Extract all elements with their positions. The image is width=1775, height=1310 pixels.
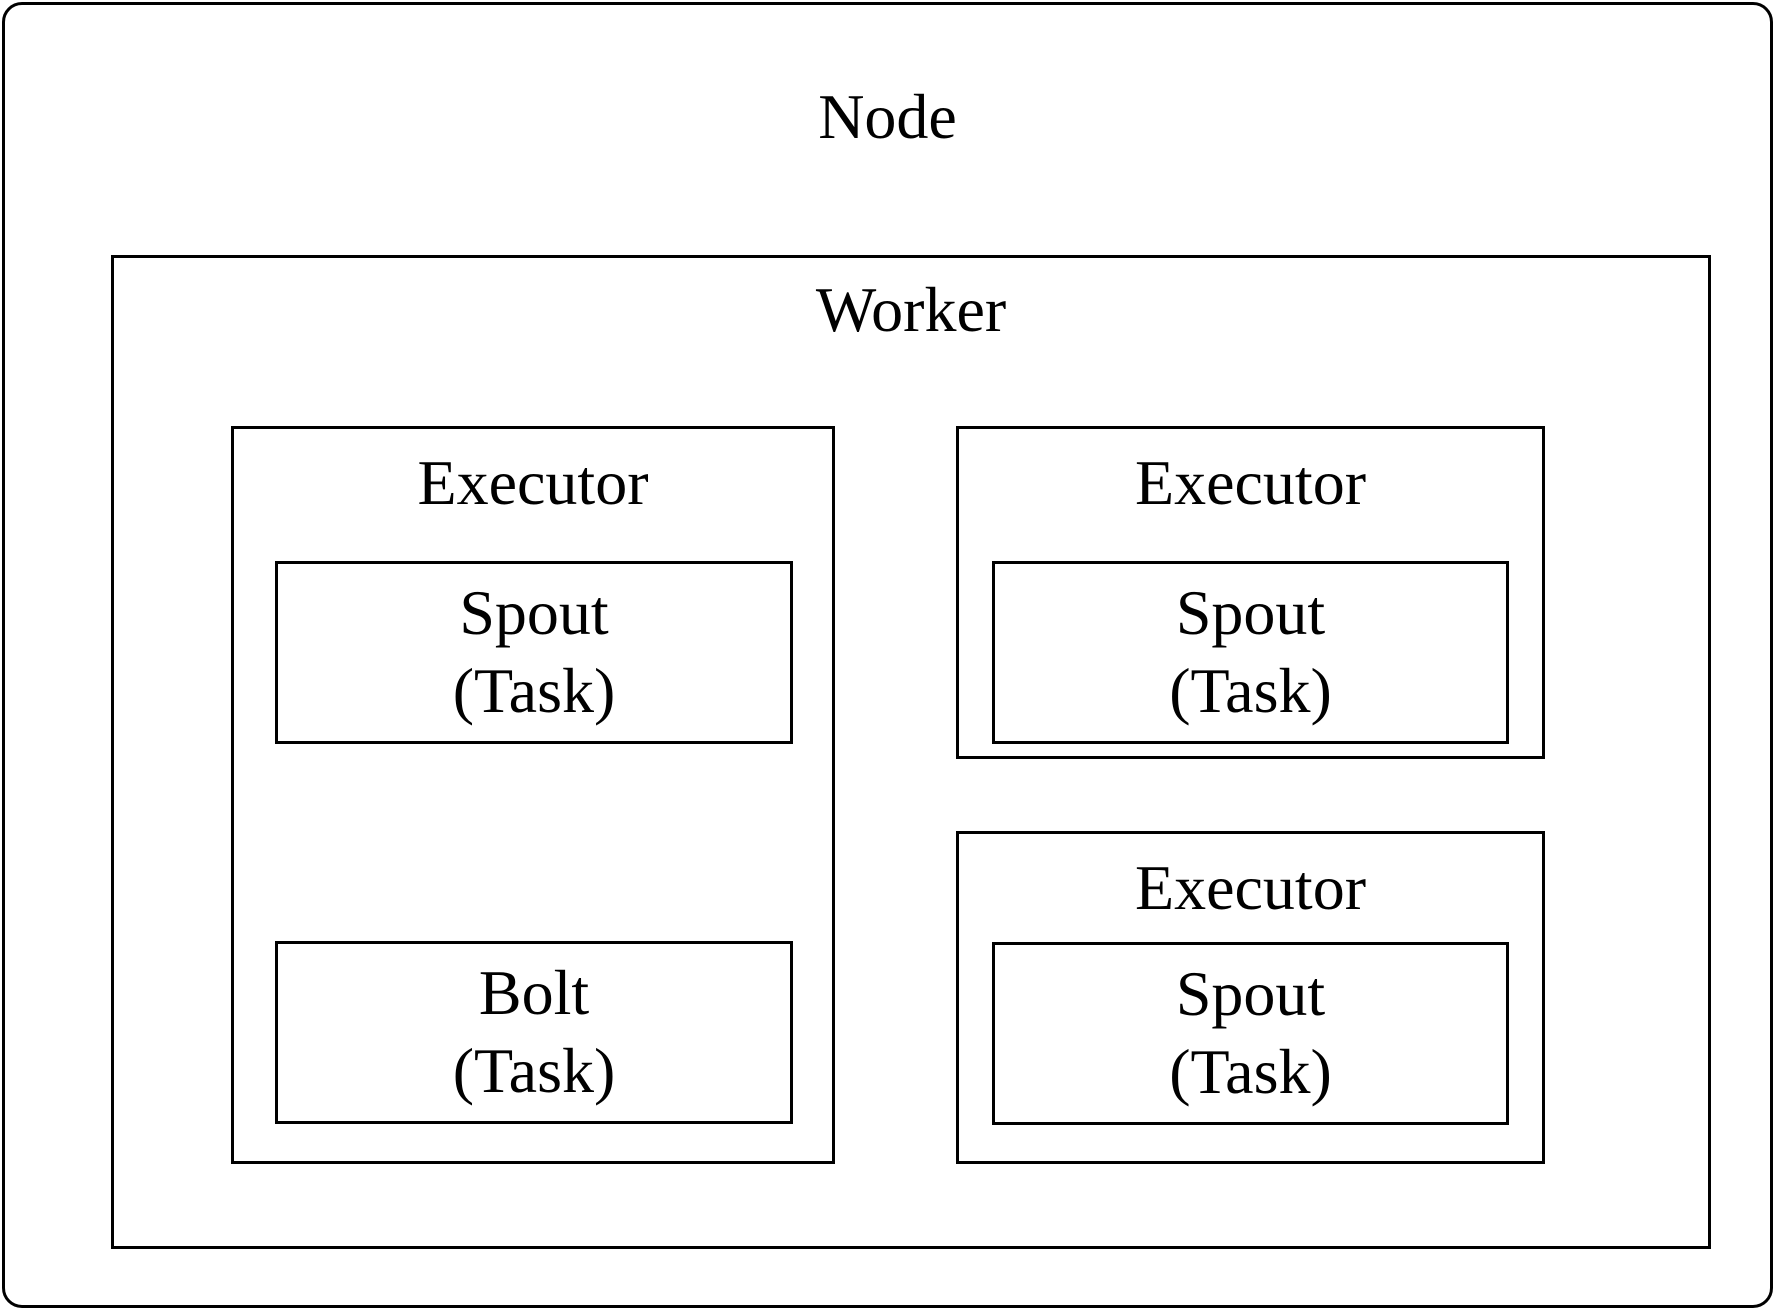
task-kind: (Task) <box>452 655 616 726</box>
executor-box-2: Executor Spout (Task) <box>956 426 1545 759</box>
task-box-bolt: Bolt (Task) <box>275 941 793 1124</box>
worker-label: Worker <box>815 274 1007 345</box>
executor-box-1: Executor Spout (Task) Bolt (Task) <box>231 426 835 1164</box>
executor-box-3: Executor Spout (Task) <box>956 831 1545 1164</box>
node-label: Node <box>818 81 957 152</box>
executor-label: Executor <box>1135 447 1366 518</box>
task-kind: (Task) <box>452 1035 616 1106</box>
task-name: Bolt <box>478 957 590 1028</box>
executor-label: Executor <box>1135 852 1366 923</box>
task-box-spout: Spout (Task) <box>992 561 1509 744</box>
task-box-spout: Spout (Task) <box>275 561 793 744</box>
task-kind: (Task) <box>1169 1036 1332 1107</box>
task-box-spout: Spout (Task) <box>992 942 1509 1125</box>
task-kind: (Task) <box>1169 655 1332 726</box>
task-name: Spout <box>459 577 609 648</box>
task-name: Spout <box>1175 577 1326 648</box>
executor-label: Executor <box>417 447 649 518</box>
task-name: Spout <box>1175 958 1326 1029</box>
